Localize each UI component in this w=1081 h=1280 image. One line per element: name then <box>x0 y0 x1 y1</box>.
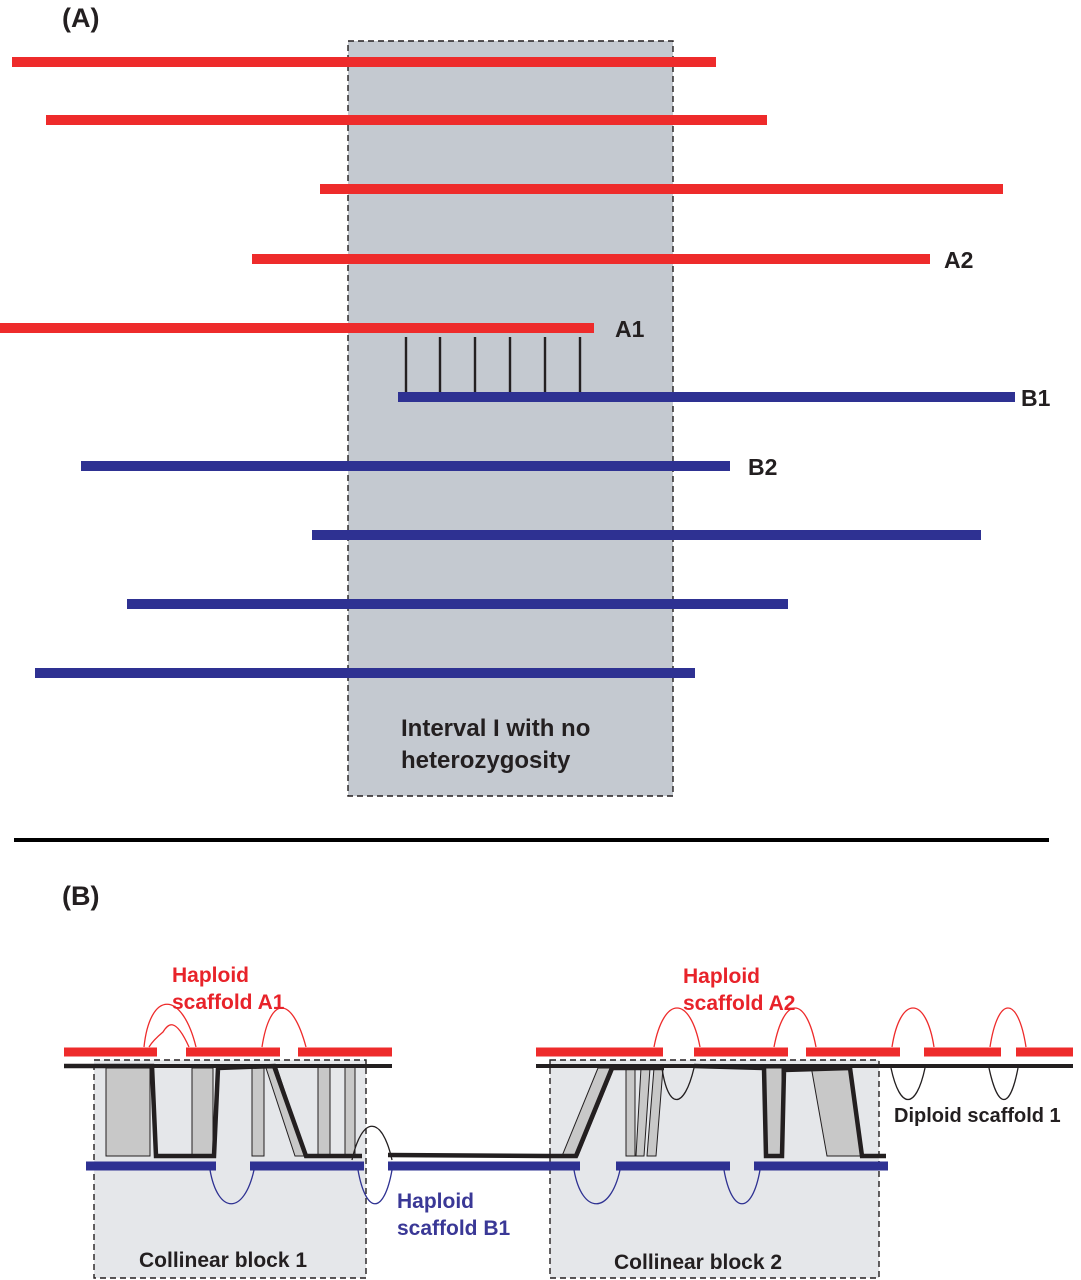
haplotype-b-reads <box>35 392 1015 678</box>
scaffold-b-gap-arcs <box>209 1169 761 1205</box>
diploid-scaffold-path <box>64 1063 1073 1159</box>
collinear-block-2-label: Collinear block 2 <box>614 1251 782 1274</box>
interval-label-line2: heterozygosity <box>401 747 571 774</box>
haplotype-a-reads <box>0 57 1003 333</box>
read-label-b1: B1 <box>1021 385 1051 411</box>
read-label-a2: A2 <box>944 247 973 273</box>
collinear-block-1-label: Collinear block 1 <box>139 1249 307 1272</box>
gap-arc <box>148 1024 190 1048</box>
alignment-tile <box>317 1065 331 1157</box>
gap-arc <box>891 1007 935 1048</box>
diploid-path-bridge <box>387 1065 664 1159</box>
gap-arc <box>573 1169 621 1205</box>
alignment-tile <box>105 1067 151 1157</box>
gap-arc <box>209 1169 255 1205</box>
diploid-gap-arcs <box>351 1067 1019 1161</box>
haploid-a1-label-line2: scaffold A1 <box>172 991 285 1014</box>
alignment-tile <box>251 1067 265 1157</box>
diploid-path-block-2 <box>693 1063 886 1159</box>
gap-arc <box>661 1067 695 1100</box>
gap-arc <box>143 1003 197 1048</box>
alignment-tile <box>191 1067 214 1157</box>
diploid-path-block-1 <box>64 1063 362 1159</box>
alignment-tile <box>344 1065 356 1157</box>
gap-arc <box>723 1169 761 1205</box>
gap-arc <box>890 1067 926 1100</box>
gap-arc <box>988 1067 1019 1101</box>
haploid-b1-label-line1: Haploid <box>397 1190 474 1213</box>
read-label-a1: A1 <box>615 316 645 342</box>
gap-arc <box>989 1007 1027 1048</box>
haploid-b1-label-line2: scaffold B1 <box>397 1217 511 1240</box>
overlap-links <box>404 337 582 392</box>
gap-arc <box>261 1007 307 1048</box>
panel-b-label: (B) <box>62 881 99 911</box>
scaffold-a-gap-arcs <box>143 1003 1027 1048</box>
gap-arc <box>653 1007 701 1048</box>
alignment-tile <box>625 1067 636 1157</box>
interval-label-line1: Interval I with no <box>401 715 590 742</box>
haploid-a2-label-line2: scaffold A2 <box>683 992 795 1015</box>
gap-arc <box>357 1169 393 1205</box>
read-label-b2: B2 <box>748 454 777 480</box>
diploid-scaffold-label: Diploid scaffold 1 <box>894 1105 1061 1127</box>
haploid-a1-label-line1: Haploid <box>172 964 249 987</box>
gap-arc <box>773 1007 817 1048</box>
interval-region <box>347 40 674 797</box>
gap-arc <box>351 1125 393 1161</box>
panel-a-label: (A) <box>62 3 99 33</box>
haploid-a2-label-line1: Haploid <box>683 965 760 988</box>
